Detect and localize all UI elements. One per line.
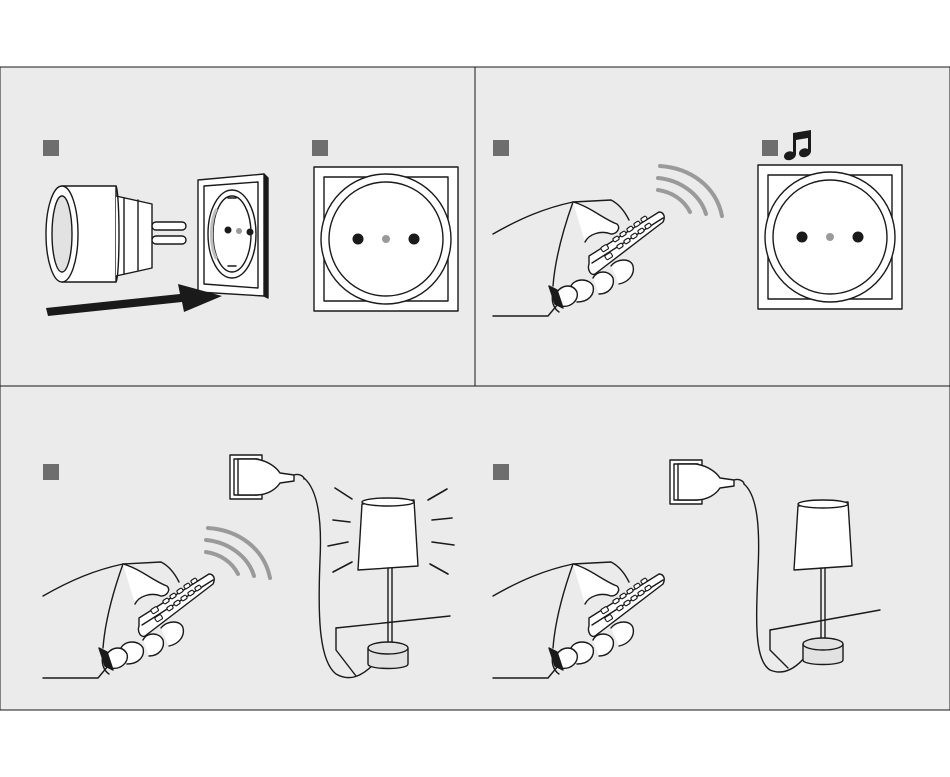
step-marker-5 bbox=[43, 464, 59, 480]
step-marker-1 bbox=[43, 140, 59, 156]
step-marker-4 bbox=[762, 140, 778, 156]
step-marker-2 bbox=[312, 140, 328, 156]
adapter-front-socket bbox=[314, 167, 458, 311]
adapter-front-socket bbox=[758, 165, 902, 309]
step-marker-3 bbox=[493, 140, 509, 156]
step-marker-6 bbox=[493, 464, 509, 480]
wall-socket bbox=[198, 174, 268, 298]
